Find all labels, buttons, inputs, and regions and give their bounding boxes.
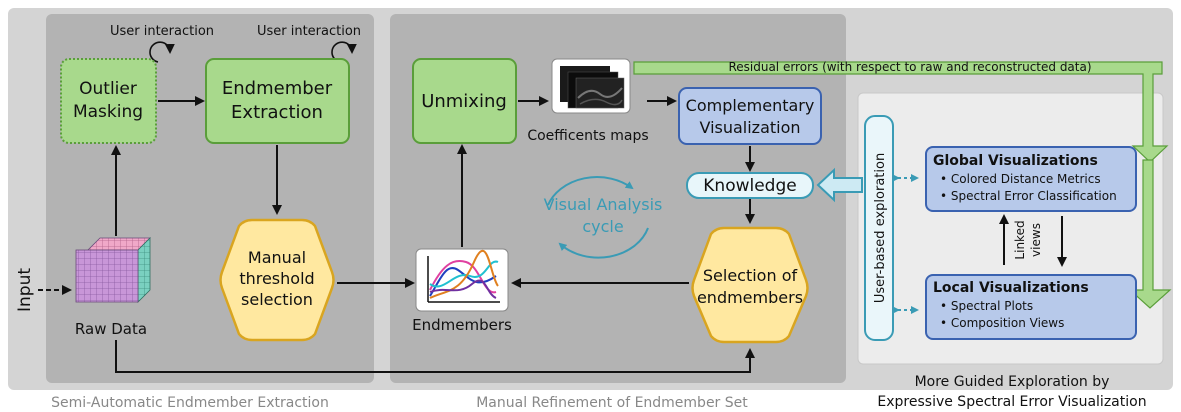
arrow-exploration-to-knowledge xyxy=(816,167,863,203)
caption-guided-line2: Expressive Spectral Error Visualization xyxy=(877,394,1146,410)
local-item-1: • Spectral Plots xyxy=(940,299,1033,313)
local-title: Local Visualizations xyxy=(933,280,1089,296)
caption-manual-refinement: Manual Refinement of Endmember Set xyxy=(476,395,748,411)
cycle-label-line2: cycle xyxy=(582,217,623,236)
threshold-label-line1: Manual xyxy=(248,248,306,267)
residual-errors-label: Residual errors (with respect to raw and… xyxy=(728,60,1091,74)
global-visualizations-box xyxy=(925,146,1137,212)
threshold-label-line3: selection xyxy=(241,290,313,309)
global-title: Global Visualizations xyxy=(933,153,1098,169)
linked-label-line1: Linked xyxy=(1013,220,1027,259)
input-label: Input xyxy=(15,268,35,312)
raw-data-cube xyxy=(75,237,151,303)
threshold-diamond xyxy=(219,218,335,342)
linked-label-line2: views xyxy=(1029,223,1043,257)
user-interaction-label-1: User interaction xyxy=(110,24,214,39)
local-visualizations-box xyxy=(925,274,1137,340)
arrow-raw-to-selection xyxy=(115,340,755,373)
cycle-arrow-top xyxy=(547,176,634,206)
selection-diamond xyxy=(691,226,809,344)
unmixing-box xyxy=(412,58,517,144)
knowledge-label: Knowledge xyxy=(703,176,796,196)
complementary-visualization-box xyxy=(678,87,822,145)
endmember-extraction-box xyxy=(205,58,350,144)
unmixing-label: Unmixing xyxy=(421,91,507,112)
residual-error-band xyxy=(633,61,1169,163)
residual-error-branch-local xyxy=(1128,159,1172,309)
endmembers-plot-icon xyxy=(415,248,509,312)
cycle-label-line1: Visual Analysis xyxy=(544,195,663,214)
local-item-2: • Composition Views xyxy=(940,316,1064,330)
global-item-1: • Colored Distance Metrics xyxy=(940,172,1101,186)
complementary-label-line1: Complementary xyxy=(686,96,815,115)
threshold-label-line2: threshold xyxy=(239,269,314,288)
global-item-2: • Spectral Error Classification xyxy=(940,189,1117,203)
outlier-masking-box xyxy=(60,58,157,144)
outlier-label-line1: Outlier xyxy=(79,79,137,99)
selection-label-line2: endmembers xyxy=(697,288,803,307)
cycle-arrow-bottom xyxy=(558,227,649,259)
coefficient-maps-image xyxy=(551,58,631,114)
knowledge-box xyxy=(686,172,814,199)
endmembers-label: Endmembers xyxy=(412,316,512,334)
extraction-label-line2: Extraction xyxy=(231,102,323,123)
user-based-exploration-label: User-based exploration xyxy=(873,153,888,303)
coeff-maps-label: Coefficents maps xyxy=(527,128,648,144)
selection-label-line1: Selection of xyxy=(703,266,798,285)
raw-data-label: Raw Data xyxy=(75,320,147,338)
user-based-exploration-box xyxy=(864,115,894,341)
user-interaction-label-2: User interaction xyxy=(257,24,361,39)
outlier-label-line2: Masking xyxy=(73,102,143,122)
caption-semi-automatic: Semi-Automatic Endmember Extraction xyxy=(51,395,329,411)
caption-guided-line1: More Guided Exploration by xyxy=(915,374,1110,390)
loop-icon-outlier xyxy=(149,41,175,63)
complementary-label-line2: Visualization xyxy=(699,118,800,137)
extraction-label-line1: Endmember xyxy=(222,78,333,99)
